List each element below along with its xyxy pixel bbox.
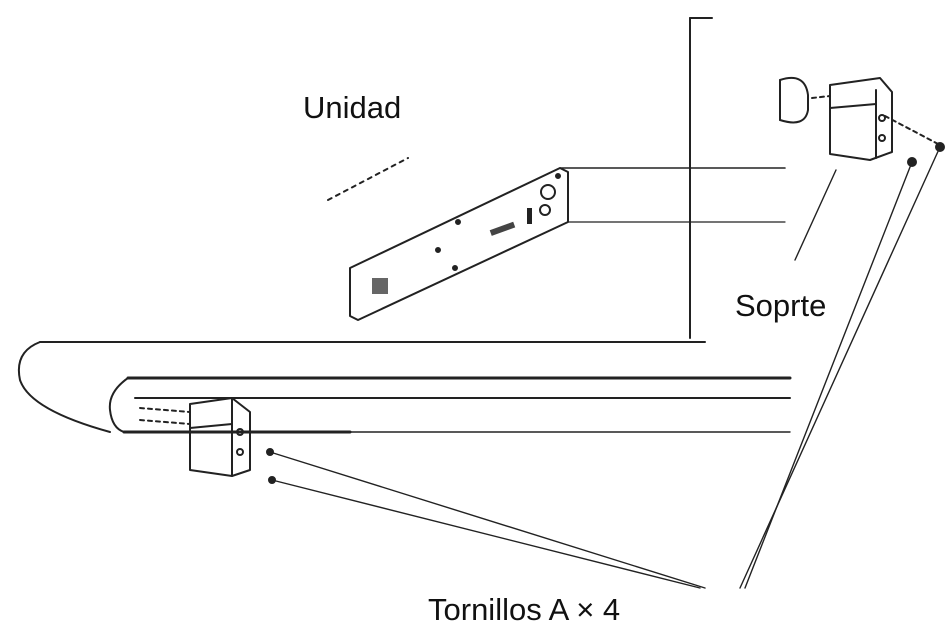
mounting-rail — [18, 341, 792, 434]
unit-label: Unidad — [303, 90, 402, 125]
screw-leader-lines — [269, 146, 941, 589]
bracket-bottom — [139, 397, 276, 484]
wall-panel — [689, 17, 713, 339]
rack-unit — [349, 167, 786, 321]
screws-label: Tornillos A × 4 — [428, 592, 621, 627]
bracket-label: Soprte — [735, 288, 827, 323]
dotted-arrow-unit — [327, 157, 409, 201]
bracket-top — [779, 76, 945, 261]
